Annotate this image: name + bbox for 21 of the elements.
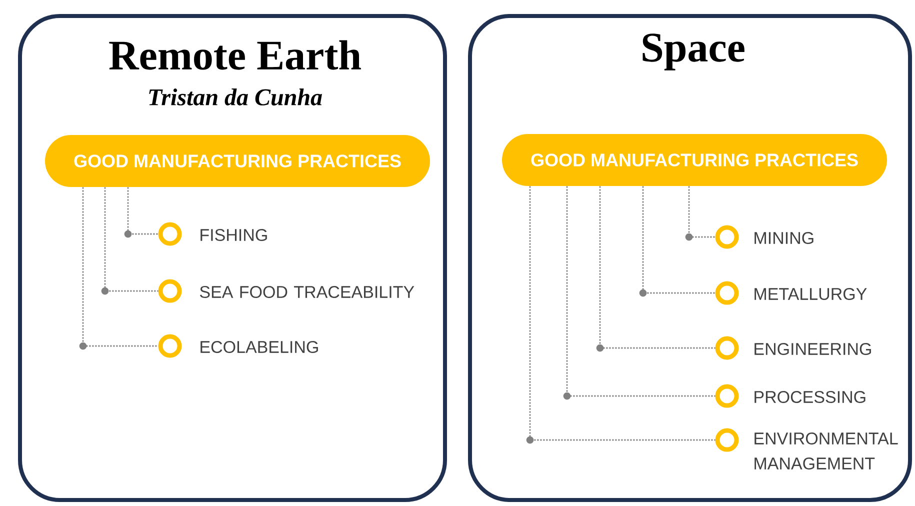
panel-subtitle: Tristan da Cunha bbox=[149, 88, 322, 106]
connector bbox=[124, 187, 158, 238]
practices-pill: GOOD MANUFACTURING PRACTICES bbox=[502, 134, 888, 186]
item-label: ENVIRONMENTAL MANAGEMENT bbox=[754, 432, 898, 470]
item-label: PROCESSING bbox=[754, 390, 866, 404]
panel-title: Space bbox=[642, 34, 744, 70]
connector bbox=[526, 186, 716, 444]
connector bbox=[101, 187, 158, 295]
item-label: METALLURGY bbox=[754, 288, 867, 300]
connector bbox=[79, 187, 158, 350]
connector bbox=[596, 186, 716, 352]
item-label: SEA FOOD TRACEABILITY bbox=[200, 286, 414, 298]
connector bbox=[685, 186, 716, 241]
item-label: FISHING bbox=[200, 228, 267, 242]
connector bbox=[639, 186, 716, 297]
practices-pill: GOOD MANUFACTURING PRACTICES bbox=[45, 135, 430, 187]
panel-title: Remote Earth bbox=[109, 40, 361, 70]
connector bbox=[563, 186, 716, 400]
item-label: MINING bbox=[754, 232, 814, 244]
item-label: ENGINEERING bbox=[754, 342, 871, 356]
item-label: ECOLABELING bbox=[200, 340, 318, 354]
